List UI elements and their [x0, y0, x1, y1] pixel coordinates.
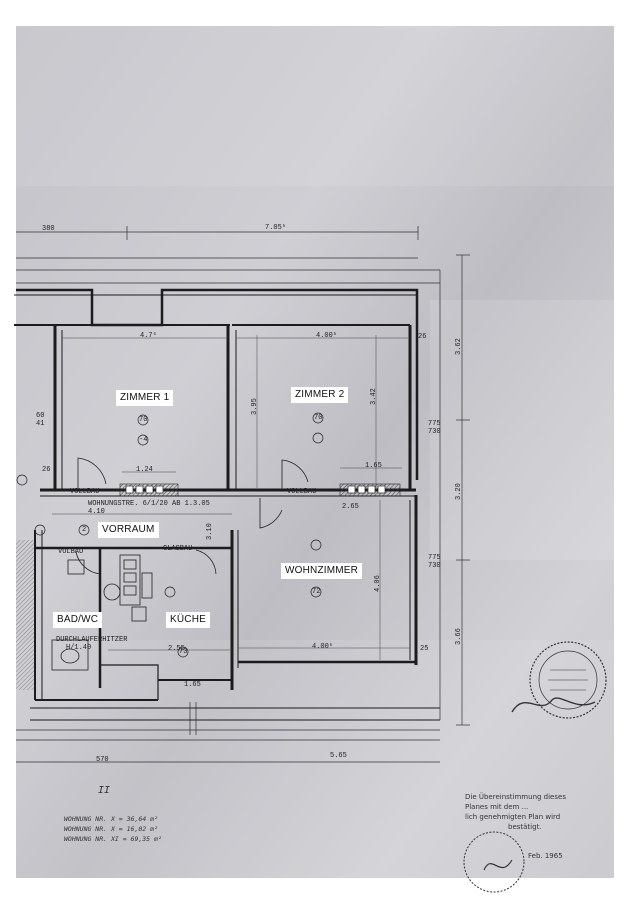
dim-wohnzimmer-height: 4.06 — [374, 575, 382, 592]
annotation-glasbau: GLASBAU — [163, 545, 193, 553]
annotation-vollbau-1: VOLLBAU — [70, 488, 100, 496]
dim-left-60: 60 — [36, 412, 45, 420]
marker-vorraum: 2 — [82, 526, 87, 534]
annotation-radiator: H/1.40 — [66, 644, 92, 652]
dim-zimmer2-inner: 1.65 — [365, 462, 382, 470]
footnote-mark: II — [98, 785, 111, 796]
dim-right-2: 3.20 — [455, 483, 463, 500]
walls — [14, 288, 440, 721]
dim-wohnzimmer-width: 4.00⁵ — [312, 643, 334, 651]
interior-dimension-lines — [52, 335, 410, 660]
footnote-line-2: WOHNUNG NR. X = 16,02 m² — [64, 825, 158, 833]
dim-top-left: 380 — [42, 225, 55, 233]
dim-right-26: 26 — [418, 333, 427, 341]
approval-stamp — [511, 641, 607, 719]
top-dimension-lines — [16, 226, 440, 284]
dim-zimmer2-width: 4.00⁵ — [316, 332, 338, 340]
annotation-volbau: VOLBAU — [58, 548, 84, 556]
dim-vorraum-small: 3.10 — [206, 523, 214, 540]
certification-line-4: bestätigt. — [508, 823, 542, 831]
bath-fixtures — [51, 559, 121, 671]
certification-date: Feb. 1965 — [528, 852, 563, 860]
dim-bottom-25: 25 — [420, 645, 429, 653]
dim-bottom-right: 5.65 — [330, 752, 347, 760]
dim-right-3: 3.66 — [455, 628, 463, 645]
dim-vorraum-width: 4.10 — [88, 508, 105, 516]
dim-zimmer2-sub: 2.65 — [342, 503, 359, 511]
kitchen-fixtures — [119, 554, 153, 622]
marker-kueche: 73 — [179, 648, 188, 656]
certification-line-2: Planes mit dem ... — [465, 803, 529, 811]
dim-left-26: 26 — [42, 466, 51, 474]
marker-zimmer1: 70 — [139, 416, 148, 424]
dim-top-total: 7.05⁵ — [265, 224, 287, 232]
dim-right-1: 3.62 — [455, 338, 463, 355]
room-label-bad-wc: BAD/WC — [53, 612, 103, 628]
room-markers — [16, 412, 324, 658]
marker-wohnzimmer: 72 — [312, 588, 321, 596]
dim-right-a: 775 — [428, 420, 441, 428]
annotation-vollbau-2: VOLLBAU — [287, 488, 317, 496]
dim-zimmer1-width: 4.7⁶ — [140, 332, 157, 340]
dim-zimmer2-height: 3.42 — [370, 388, 378, 405]
dim-kueche-width-2: 1.65 — [184, 681, 201, 689]
certification-line-3: lich genehmigten Plan wird — [465, 813, 561, 821]
bottom-stamp — [463, 831, 525, 893]
paper-background — [16, 26, 614, 878]
dim-right-b: 775 — [428, 554, 441, 562]
annotation-wohnungstrennwand: WOHNUNGSTRE. 6/1/20 AB 1.3.05 — [88, 500, 210, 508]
marker-zimmer2: 70 — [314, 414, 323, 422]
room-label-zimmer-1: ZIMMER 1 — [116, 390, 174, 406]
dim-right-b2: 730 — [428, 562, 441, 570]
dim-kueche-width: 2.55 — [168, 645, 185, 653]
room-label-vorraum: VORRAUM — [98, 522, 159, 538]
stair-block — [16, 540, 34, 690]
bottom-dimension-lines — [16, 702, 440, 763]
radiators — [125, 485, 386, 494]
dim-zimmer1-inner: 1.24 — [136, 466, 153, 474]
footnote-line-1: WOHNUNG NR. X = 36,64 m² — [64, 815, 158, 823]
footnote-line-3: WOHNUNG NR. XI = 69,35 m² — [64, 835, 162, 843]
door-swings — [75, 457, 309, 575]
dim-zimmer1-height: 3.95 — [251, 398, 259, 415]
right-dimension-lines — [439, 254, 470, 726]
marker-level: -4 — [139, 436, 148, 444]
room-label-wohnzimmer: WOHNZIMMER — [281, 563, 363, 579]
annotation-durchlauferhitzer: DURCHLAUFERHITZER — [56, 636, 128, 644]
dim-bottom-left: 570 — [96, 756, 109, 764]
dim-left-41: 41 — [36, 420, 45, 428]
room-label-zimmer-2: ZIMMER 2 — [291, 387, 349, 403]
certification-line-1: Die Übereinstimmung dieses — [465, 793, 566, 801]
room-label-kueche: KÜCHE — [166, 612, 211, 628]
dim-right-a2: 730 — [428, 428, 441, 436]
